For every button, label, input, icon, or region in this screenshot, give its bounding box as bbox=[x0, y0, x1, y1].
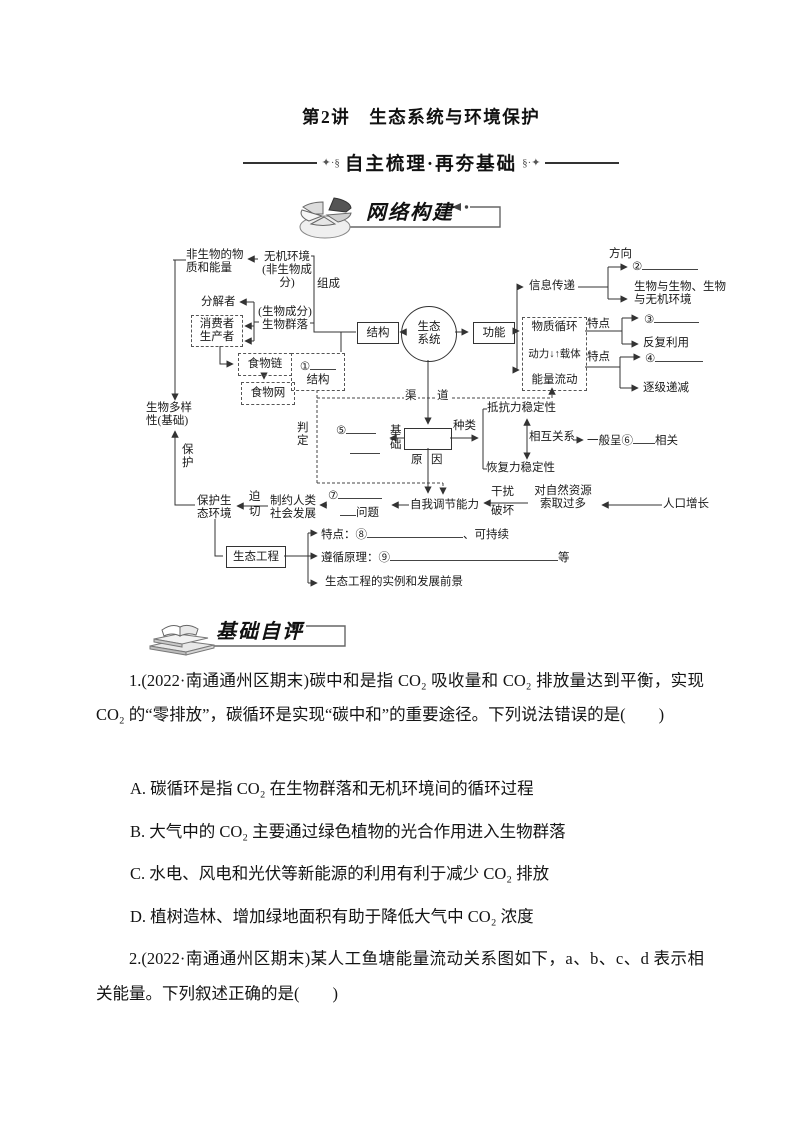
structure-word: 结构 bbox=[306, 373, 330, 386]
blank-1: ① bbox=[300, 358, 337, 374]
network-badge-title: 网络构建 bbox=[366, 202, 454, 224]
node-reason-label-b: 因 bbox=[431, 454, 443, 466]
node-eco-examples: 生态工程的实例和发展前景 bbox=[325, 576, 463, 588]
section-header: ✦·§ 自主梳理·再夯基础 §·✦ bbox=[233, 150, 629, 176]
question-1-options: A. 碳循环是指 CO₂ 在生物群落和无机环境间的循环过程 B. 大气中的 CO… bbox=[130, 768, 704, 938]
question-1-stem: 1.(2022·南通通州区期末)碳中和是指 CO₂ 吸收量和 CO₂ 排放量达到… bbox=[96, 671, 704, 724]
node-reason-label-a: 原 bbox=[411, 454, 423, 466]
node-protect-env: 保护生 态环境 bbox=[197, 495, 232, 520]
node-item4: ④ bbox=[645, 350, 704, 366]
node-feature1-label: 特点 bbox=[587, 318, 610, 330]
node-protect-label: 保 护 bbox=[182, 444, 194, 469]
option-d: D. 植树造林、增加绿地面积有助于降低大气中 CO₂ 浓度 bbox=[130, 906, 534, 926]
node-disturb-label: 干扰 bbox=[491, 486, 514, 498]
node-food-web: 食物网 bbox=[241, 382, 295, 405]
node-biotic-community: (生物成分) 生物群落 bbox=[258, 306, 312, 331]
node-population-growth: 人口增长 bbox=[663, 498, 709, 510]
node-reuse: 反复利用 bbox=[643, 337, 689, 349]
node-decomposer: 分解者 bbox=[201, 296, 236, 308]
node-bio-bio: 生物与生物、生物 与无机环境 bbox=[634, 281, 726, 306]
node-cycle-energy-group: 物质循环 动力↓↑载体 能量流动 bbox=[522, 317, 587, 391]
node-biodiversity: 生物多样 性(基础) bbox=[146, 402, 192, 427]
header-rule-right bbox=[545, 162, 620, 164]
node-basis-label: 基 础 bbox=[390, 425, 402, 451]
node-relation-label: 相互关系 bbox=[529, 431, 575, 443]
node-stability bbox=[404, 428, 452, 450]
node-item3: ③ bbox=[644, 311, 700, 327]
selftest-badge-title: 基础自评 bbox=[216, 621, 304, 643]
node-channel-label-b: 道 bbox=[436, 390, 450, 403]
node-abiotic-matter: 非生物的物 质和能量 bbox=[186, 249, 244, 274]
option-c: C. 水电、风电和光伏等新能源的利用有利于减少 CO₂ 排放 bbox=[130, 864, 550, 884]
question-2-stem: 2.(2022·南通通州区期末)某人工鱼塘能量流动关系图如下，a、b、c、d 表… bbox=[96, 949, 704, 1003]
node-kinds-label: 种类 bbox=[453, 420, 476, 432]
node-info-transfer: 信息传递 bbox=[529, 280, 575, 292]
node-item2: ② bbox=[632, 258, 699, 274]
node-channel-label-a: 渠 bbox=[404, 390, 418, 403]
node-recovery-stability: 恢复力稳定性 bbox=[486, 462, 555, 474]
node-eco-feature: 特点：⑧、可持续 bbox=[321, 526, 509, 542]
option-b: B. 大气中的 CO₂ 主要通过绿色植物的光合作用进入生物群落 bbox=[130, 821, 566, 841]
node-over-exploit: 对自然资源 索取过多 bbox=[534, 485, 592, 510]
header-ornament-right: §·✦ bbox=[522, 156, 541, 169]
option-a: A. 碳循环是指 CO₂ 在生物群落和无机环境间的循环过程 bbox=[130, 779, 534, 798]
node-function: 功能 bbox=[473, 322, 515, 344]
node-feature2-label: 特点 bbox=[587, 351, 610, 363]
node-item5: ⑤ bbox=[336, 421, 380, 461]
header-rule-left bbox=[242, 162, 317, 164]
section-header-title: 自主梳理·再夯基础 bbox=[344, 155, 518, 175]
node-restrict-society: 制约人类 社会发展 bbox=[270, 495, 316, 520]
node-structure: 结构 bbox=[357, 322, 399, 344]
node-urgent-label: 迫 切 bbox=[249, 491, 261, 518]
node-compose-label: 组成 bbox=[317, 278, 340, 290]
pie-chart-icon bbox=[299, 197, 352, 239]
node-direction-label: 方向 bbox=[609, 248, 632, 260]
node-judge-label: 判 定 bbox=[297, 422, 309, 447]
node-consumer-producer: 消费者 生产者 bbox=[191, 315, 243, 347]
node-nutrition-structure: ① 结构 bbox=[291, 353, 345, 391]
node-eco-engineering: 生态工程 bbox=[226, 546, 286, 568]
node-resistance-stability: 抵抗力稳定性 bbox=[487, 402, 556, 414]
page-title: 第2讲 生态系统与环境保护 bbox=[302, 107, 541, 127]
node-inorganic-env: 无机环境 (非生物成分) bbox=[262, 251, 312, 289]
node-destroy-label: 破坏 bbox=[491, 505, 514, 517]
node-decrease: 逐级递减 bbox=[643, 382, 689, 394]
node-self-regulation: 自我调节能力 bbox=[410, 499, 479, 511]
node-power-carrier: 动力↓↑载体 bbox=[528, 348, 581, 360]
node-matter-cycle: 物质循环 bbox=[531, 321, 578, 333]
node-ecosystem: 生态 系统 bbox=[401, 306, 457, 362]
header-ornament-left: ✦·§ bbox=[321, 156, 340, 169]
node-energy-flow: 能量流动 bbox=[531, 374, 578, 386]
books-icon bbox=[149, 624, 215, 656]
node-food-chain: 食物链 bbox=[238, 353, 292, 376]
